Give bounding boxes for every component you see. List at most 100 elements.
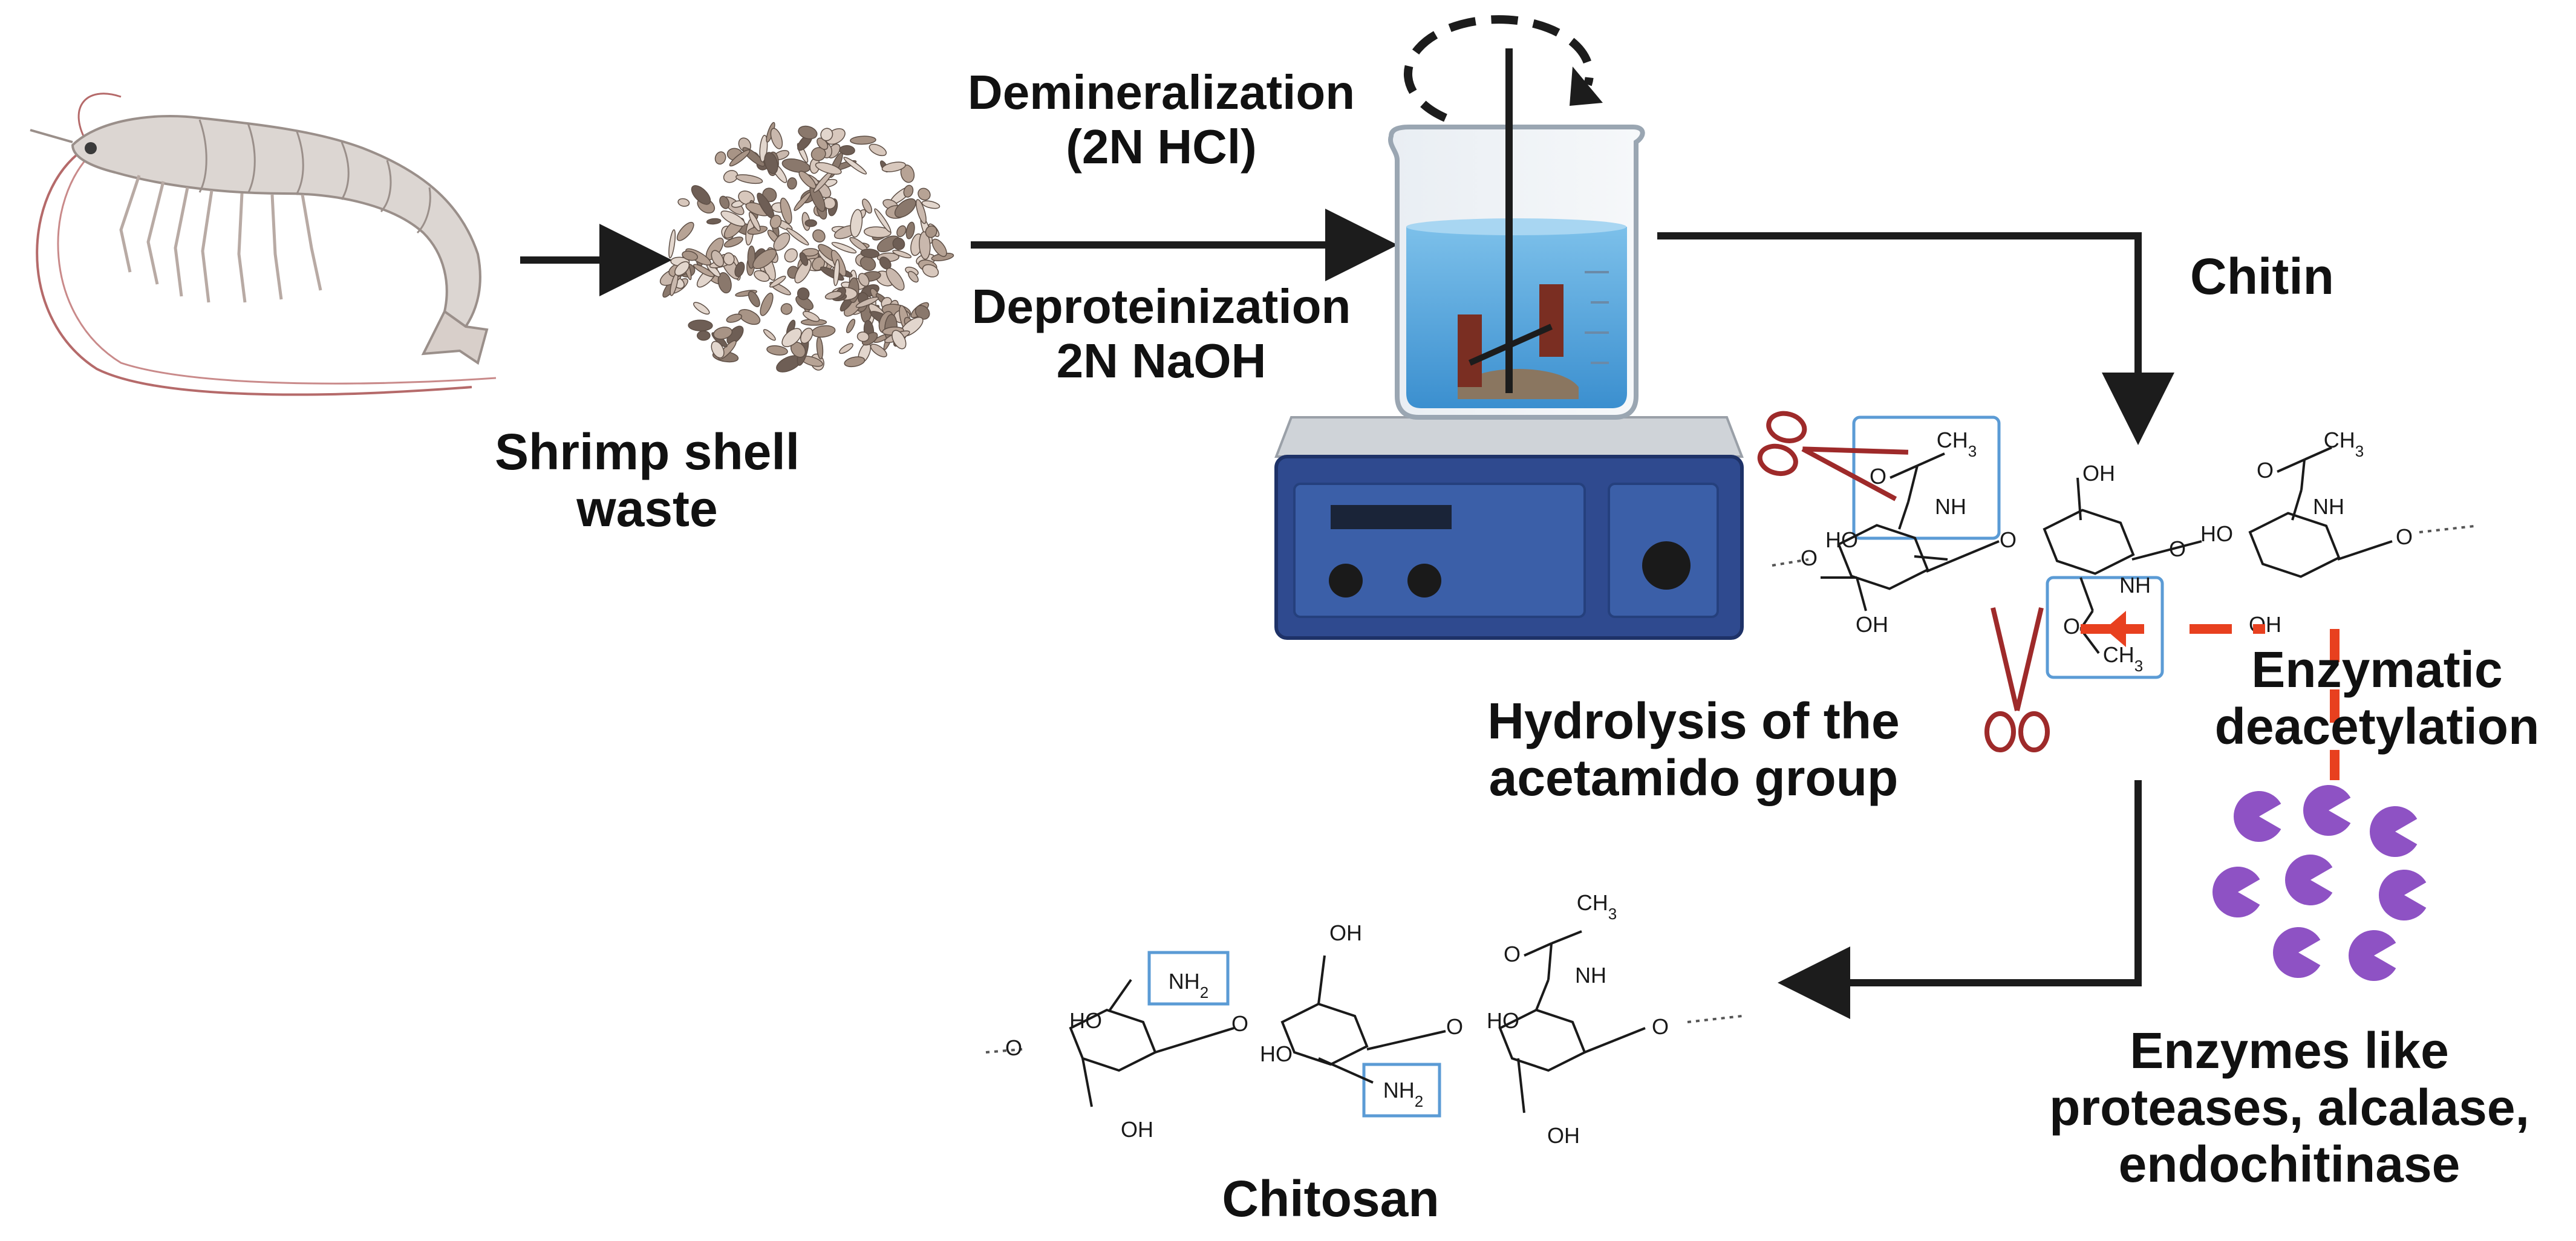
- shell-fragment: [874, 208, 892, 233]
- shell-fragment: [711, 340, 725, 359]
- chitin-label: Chitin: [2190, 248, 2334, 305]
- shell-fragment: [799, 252, 809, 266]
- o-label: O: [1231, 1011, 1248, 1036]
- bond: [1917, 452, 1945, 467]
- scissor-handle: [2018, 711, 2050, 752]
- bond: [2304, 446, 2332, 461]
- shell-fragment: [811, 325, 836, 338]
- enzymatic-deacetylation-label: Enzymatic deacetylation: [2177, 641, 2576, 755]
- acetyl-highlight-box: [2046, 576, 2164, 679]
- shell-fragment: [820, 128, 833, 142]
- shell-fragment: [831, 242, 857, 254]
- shell-fragment: [729, 149, 751, 167]
- shell-fragment: [931, 238, 947, 257]
- chain-dots: [985, 1048, 1023, 1054]
- scissor-blade: [1802, 446, 1909, 455]
- shell-fragment: [720, 210, 746, 227]
- shell-fragment: [719, 195, 730, 209]
- shell-fragment: [786, 227, 809, 246]
- ch3-label: CH3: [1577, 890, 1617, 923]
- shell-fragment: [824, 291, 843, 300]
- enzyme-cluster-icon: [2212, 785, 2427, 981]
- enzymatic-line2: deacetylation: [2214, 698, 2540, 755]
- shell-fragment: [706, 218, 722, 225]
- bond: [1317, 955, 1326, 1005]
- shell-fragment: [760, 292, 774, 316]
- nh2-label: NH2: [1383, 1078, 1423, 1110]
- deproteinization-text: Deproteinization: [971, 279, 1351, 333]
- shell-fragment: [925, 225, 937, 238]
- scissor-handle: [1757, 443, 1798, 477]
- shell-fragment: [896, 225, 907, 238]
- ho-label: HO: [1260, 1041, 1293, 1066]
- shell-fragment: [713, 327, 733, 340]
- bond: [1890, 464, 1918, 479]
- shell-fragment: [800, 327, 814, 344]
- hotplate-display: [1331, 505, 1452, 529]
- hydrolysis-label: Hydrolysis of the acetamido group: [1433, 692, 1954, 806]
- glycosidic-bond: [1366, 1030, 1446, 1050]
- scissor-handle: [1984, 711, 2016, 752]
- shell-fragment: [769, 215, 782, 229]
- shell-fragment: [894, 198, 916, 218]
- shell-fragment: [726, 313, 743, 323]
- carbonyl-o-label: O: [2257, 458, 2274, 483]
- shell-fragment: [858, 273, 870, 287]
- nh-label: NH: [1935, 494, 1966, 519]
- shell-fragment: [764, 152, 778, 174]
- shell-fragment: [780, 303, 793, 315]
- shell-fragment: [797, 287, 810, 301]
- shell-fragment: [668, 229, 676, 259]
- rotation-arrow-icon: [1404, 15, 1594, 122]
- shell-fragment: [773, 232, 791, 251]
- ch3-label: CH3: [2324, 428, 2364, 460]
- shell-fragment: [862, 198, 872, 214]
- shrimp-shell-line2: waste: [576, 480, 718, 538]
- shell-fragment: [870, 344, 887, 357]
- shell-fragment: [781, 158, 810, 173]
- hotplate-knob-left[interactable]: [1329, 564, 1363, 598]
- shrimp-shell-label: Shrimp shell waste: [460, 423, 835, 537]
- bond: [1907, 465, 1919, 503]
- shell-fragment: [892, 330, 907, 350]
- sugar-ring: [2248, 512, 2341, 578]
- enzyme-icon: [2285, 855, 2333, 906]
- glycosidic-bond: [1926, 540, 2000, 573]
- shell-fragment: [693, 302, 710, 315]
- shell-fragment: [714, 151, 726, 165]
- shell-fragment: [905, 221, 915, 239]
- carbonyl-o-label: O: [1504, 942, 1521, 966]
- shell-fragment: [752, 249, 777, 269]
- shell-fragment: [738, 309, 761, 325]
- amine-highlight-box: [1147, 951, 1230, 1006]
- enzymes-line1: Enzymes like: [2130, 1022, 2449, 1079]
- stirrer-paddle-left: [1458, 314, 1482, 387]
- hotplate-knob-middle[interactable]: [1407, 564, 1441, 598]
- shell-fragment: [816, 336, 824, 360]
- shell-fragment: [856, 331, 870, 342]
- shell-fragment: [798, 171, 817, 189]
- shell-fragment: [860, 249, 880, 258]
- shell-fragment: [843, 157, 867, 175]
- oh-label: OH: [1856, 612, 1888, 637]
- deacetylation-marker: [2081, 611, 2340, 780]
- enzymes-line2: proteases, alcalase,: [2049, 1079, 2529, 1136]
- sugar-ring: [1280, 1002, 1369, 1066]
- shell-fragment: [794, 259, 812, 284]
- ho-label: HO: [2200, 521, 2233, 546]
- hotplate-knob-right[interactable]: [1642, 541, 1691, 590]
- bond: [1914, 555, 1948, 561]
- enzymatic-line1: Enzymatic: [2251, 641, 2503, 698]
- o-label: O: [2000, 527, 2017, 552]
- bond: [1898, 501, 1909, 530]
- carbonyl-o-label: O: [2063, 614, 2080, 639]
- ho-label: HO: [1069, 1008, 1102, 1033]
- shell-fragment: [922, 264, 939, 278]
- shrimp-icon: [30, 93, 497, 396]
- oh-label: OH: [1121, 1117, 1153, 1142]
- arrow-to-chitosan: [1778, 780, 2142, 1019]
- shell-fragment: [674, 261, 690, 276]
- glycosidic-bond: [2131, 540, 2202, 561]
- deproteinization-reagent: 2N NaOH: [1056, 333, 1267, 388]
